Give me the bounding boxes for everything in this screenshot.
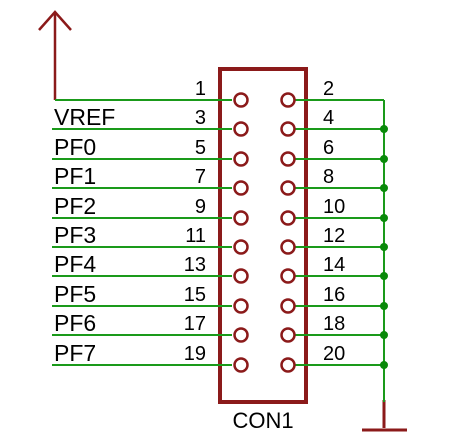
pin-number-right: 4: [323, 107, 334, 129]
pin-number-right: 6: [323, 137, 334, 159]
pin-number-right: 2: [323, 78, 334, 100]
connector-body: [218, 67, 308, 404]
pin-circle-left: [233, 327, 249, 343]
pin-circle-left: [233, 210, 249, 226]
ground-icon: [362, 400, 407, 432]
pin-number-right: 16: [323, 284, 345, 306]
pin-circle-right: [280, 151, 296, 167]
pin-number-left: 11: [185, 225, 206, 247]
pin-number-left: 19: [184, 343, 206, 365]
pin-number-left: 15: [184, 284, 206, 306]
pin-number-left: 5: [195, 137, 206, 159]
junction-dot: [380, 302, 388, 310]
pin-number-right: 20: [323, 343, 345, 365]
connector-name: CON1: [232, 408, 293, 433]
pin-number-left: 9: [195, 196, 206, 218]
signal-label: PF6: [54, 310, 96, 336]
pin-number-right: 14: [323, 254, 345, 276]
signal-label: PF7: [54, 340, 96, 366]
junction-dot: [380, 243, 388, 251]
pin-number-left: 3: [195, 107, 206, 129]
signal-label: PF2: [54, 193, 96, 219]
junction-dot: [380, 155, 388, 163]
pin-circle-left: [233, 121, 249, 137]
signal-label: PF4: [54, 251, 96, 277]
pin-circle-left: [233, 268, 249, 284]
signal-label: VREF: [54, 104, 115, 130]
signal-label: PF1: [54, 163, 96, 189]
pin-number-left: 7: [195, 166, 206, 188]
pin-number-left: 13: [184, 254, 206, 276]
pin-circle-right: [280, 298, 296, 314]
pin-number-right: 8: [323, 166, 334, 188]
pin-circle-right: [280, 357, 296, 373]
junction-dot: [380, 125, 388, 133]
pin-number-left: 1: [195, 78, 206, 100]
pin-circle-right: [280, 121, 296, 137]
junction-dot: [380, 184, 388, 192]
pin-circle-right: [280, 268, 296, 284]
pin-circle-left: [233, 151, 249, 167]
pin-circle-left: [233, 92, 249, 108]
junction-dot: [380, 331, 388, 339]
pin-number-right: 12: [323, 225, 345, 247]
pin-circle-right: [280, 92, 296, 108]
pin-circle-left: [233, 298, 249, 314]
pin-number-right: 10: [323, 196, 345, 218]
pin-circle-right: [280, 239, 296, 255]
junction-dot: [380, 214, 388, 222]
pin-circle-right: [280, 327, 296, 343]
power-arrow-icon: [38, 10, 72, 100]
pin-circle-left: [233, 239, 249, 255]
pin-number-right: 18: [323, 313, 345, 335]
signal-label: PF3: [54, 222, 96, 248]
junction-dot: [380, 361, 388, 369]
signal-label: PF5: [54, 281, 96, 307]
pin-circle-left: [233, 180, 249, 196]
signal-label: PF0: [54, 134, 96, 160]
pin-number-left: 17: [184, 313, 206, 335]
junction-dot: [380, 272, 388, 280]
pin-circle-right: [280, 180, 296, 196]
pin-circle-right: [280, 210, 296, 226]
pin-circle-left: [233, 357, 249, 373]
